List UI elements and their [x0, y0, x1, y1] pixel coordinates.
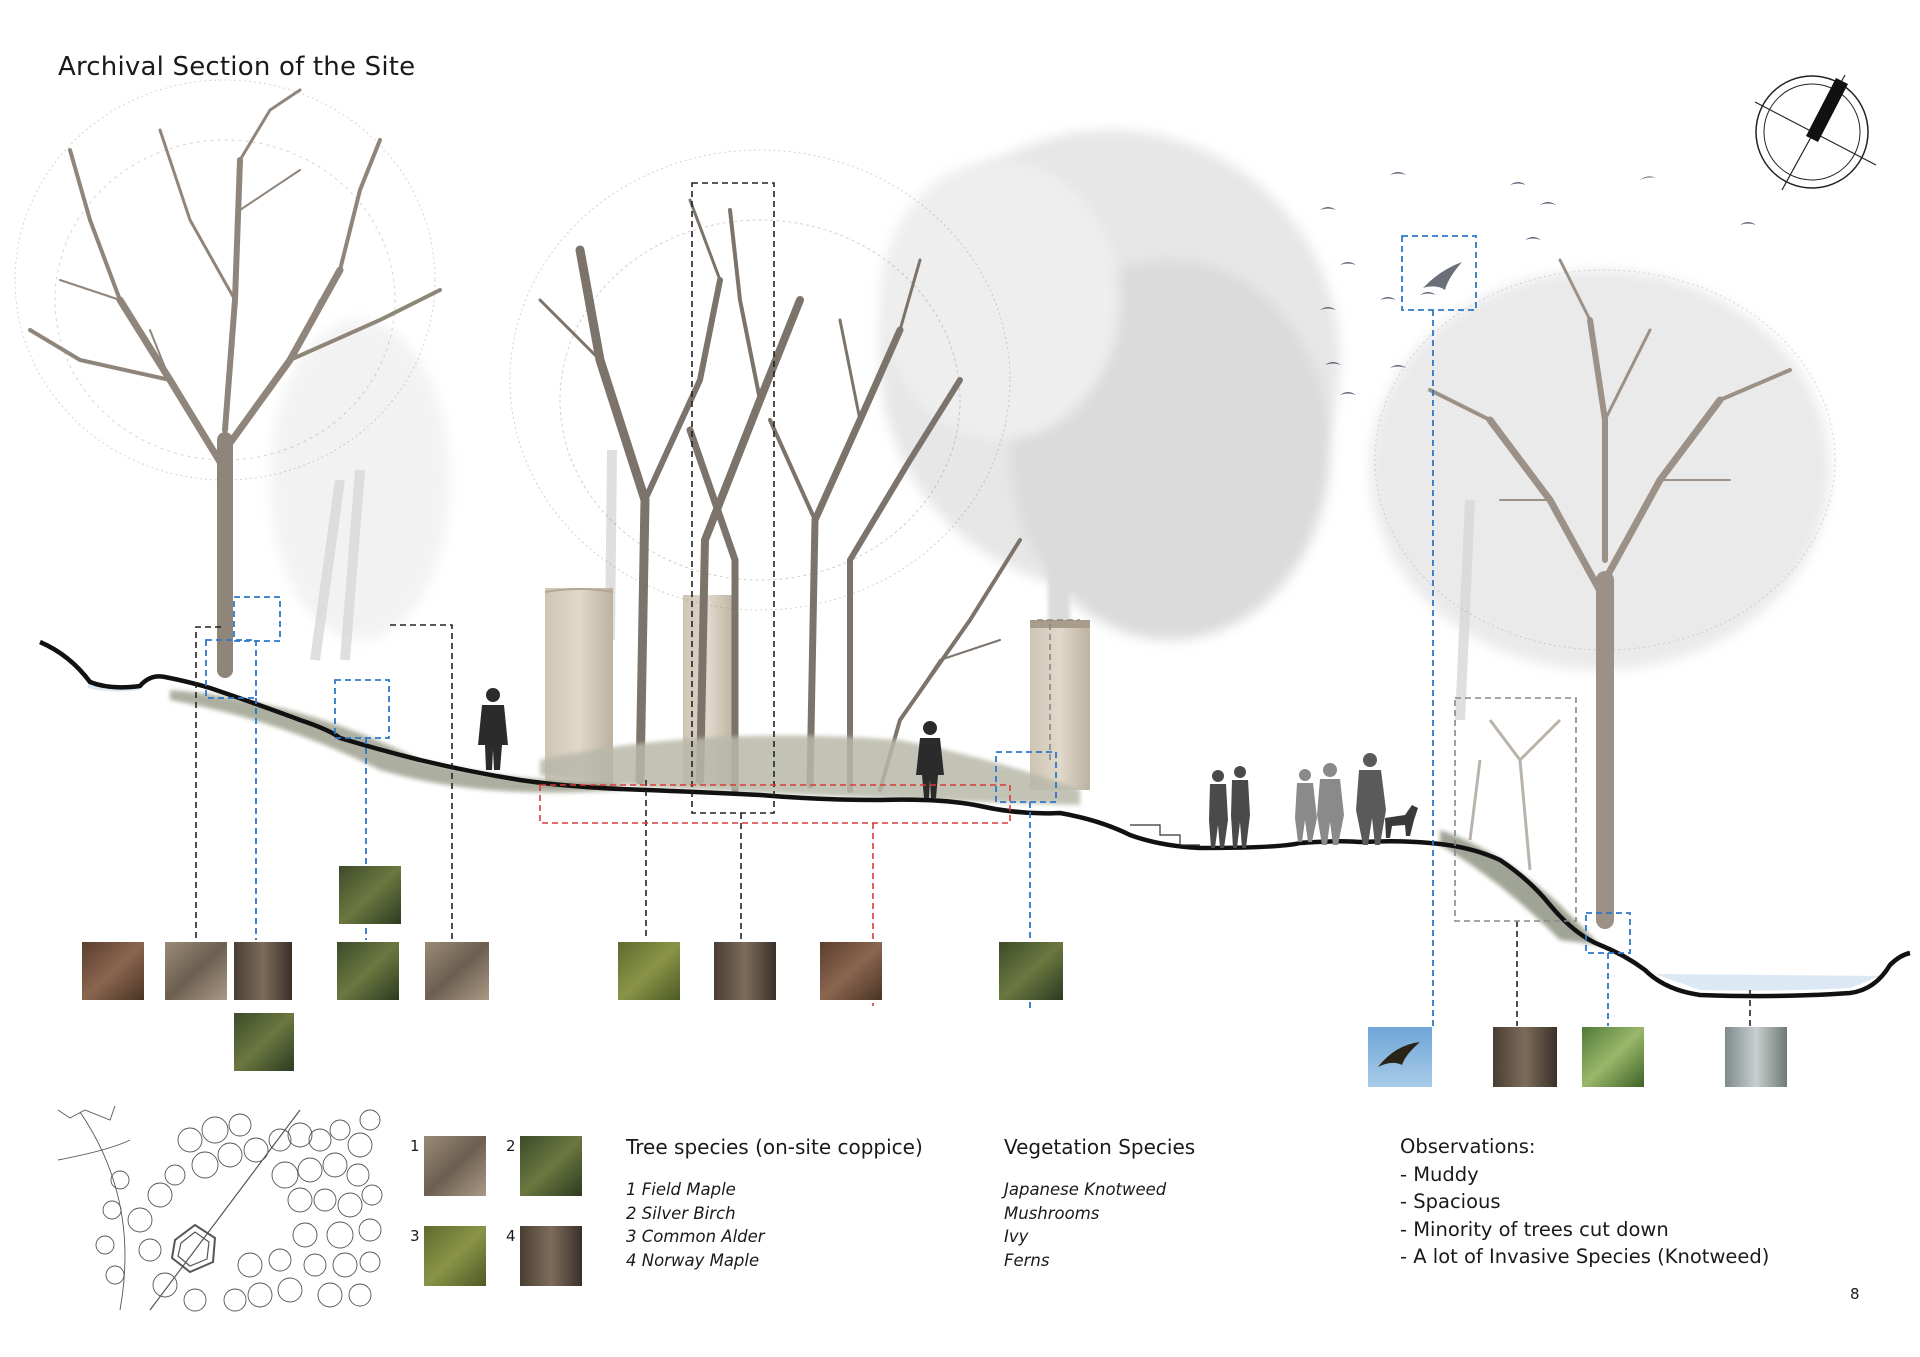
left-tree-canopy-twigs	[14, 79, 436, 481]
steps	[1130, 824, 1200, 846]
vegetation-species-list: Japanese Knotweed Mushrooms Ivy Ferns	[1004, 1178, 1166, 1272]
list-item: - Spacious	[1400, 1190, 1501, 1213]
tree-species-heading: Tree species (on-site coppice)	[626, 1135, 923, 1159]
list-item: - A lot of Invasive Species (Knotweed)	[1400, 1245, 1770, 1268]
list-item: - Minority of trees cut down	[1400, 1217, 1669, 1241]
legend-key-3: 3	[410, 1227, 420, 1245]
list-item: Japanese Knotweed	[1004, 1180, 1167, 1199]
walking-people-silhouettes	[1209, 753, 1386, 848]
list-item: Ferns	[1004, 1250, 1050, 1270]
legend-thumbnails	[424, 1136, 582, 1286]
birds-flock	[1320, 172, 1756, 395]
list-item: - Muddy	[1400, 1162, 1479, 1186]
bird-photo-icon	[1378, 1042, 1420, 1067]
right-bare-tree-icon	[1428, 258, 1792, 929]
background-faded-trees	[270, 130, 1830, 670]
site-plan-map	[57, 1105, 383, 1312]
left-bare-tree-icon	[28, 88, 442, 678]
photo-thumbnails-row	[82, 866, 1787, 1087]
callout-blue	[205, 235, 1631, 1026]
vegetation-species-heading: Vegetation Species	[1004, 1135, 1196, 1159]
page-title: Archival Section of the Site	[58, 52, 416, 82]
ground-section-line	[39, 639, 1911, 999]
list-item: 1 Field Maple	[626, 1180, 736, 1199]
page-number: 8	[1850, 1285, 1860, 1303]
list-item: Mushrooms	[1004, 1203, 1100, 1223]
list-item: 3 Common Alder	[626, 1227, 765, 1246]
compass-icon	[1754, 74, 1877, 191]
observations-heading: Observations:	[1400, 1135, 1536, 1158]
person-silhouette-icon	[478, 688, 944, 798]
central-canopy	[509, 149, 1011, 611]
legend-key-4: 4	[506, 1227, 516, 1245]
bird-icon	[1423, 262, 1462, 290]
list-item: 4 Norway Maple	[626, 1250, 760, 1270]
callout-black	[195, 182, 1751, 1026]
list-item: Ivy	[1004, 1227, 1029, 1246]
central-coppice-trees-icon	[538, 198, 1022, 794]
right-small-trees	[1468, 718, 1562, 871]
legend-key-2: 2	[506, 1137, 516, 1155]
tree-species-list: 1 Field Maple 2 Silver Birch 3 Common Al…	[626, 1178, 765, 1272]
list-item: 2 Silver Birch	[626, 1203, 736, 1223]
observations-block: Observations: - Muddy - Spacious - Minor…	[1400, 1133, 1769, 1271]
dog-silhouette-icon	[1385, 805, 1418, 838]
legend-key-1: 1	[410, 1137, 420, 1155]
right-tree-canopy	[1374, 269, 1836, 651]
callout-grey	[1037, 619, 1577, 922]
stream-water	[1655, 974, 1880, 991]
